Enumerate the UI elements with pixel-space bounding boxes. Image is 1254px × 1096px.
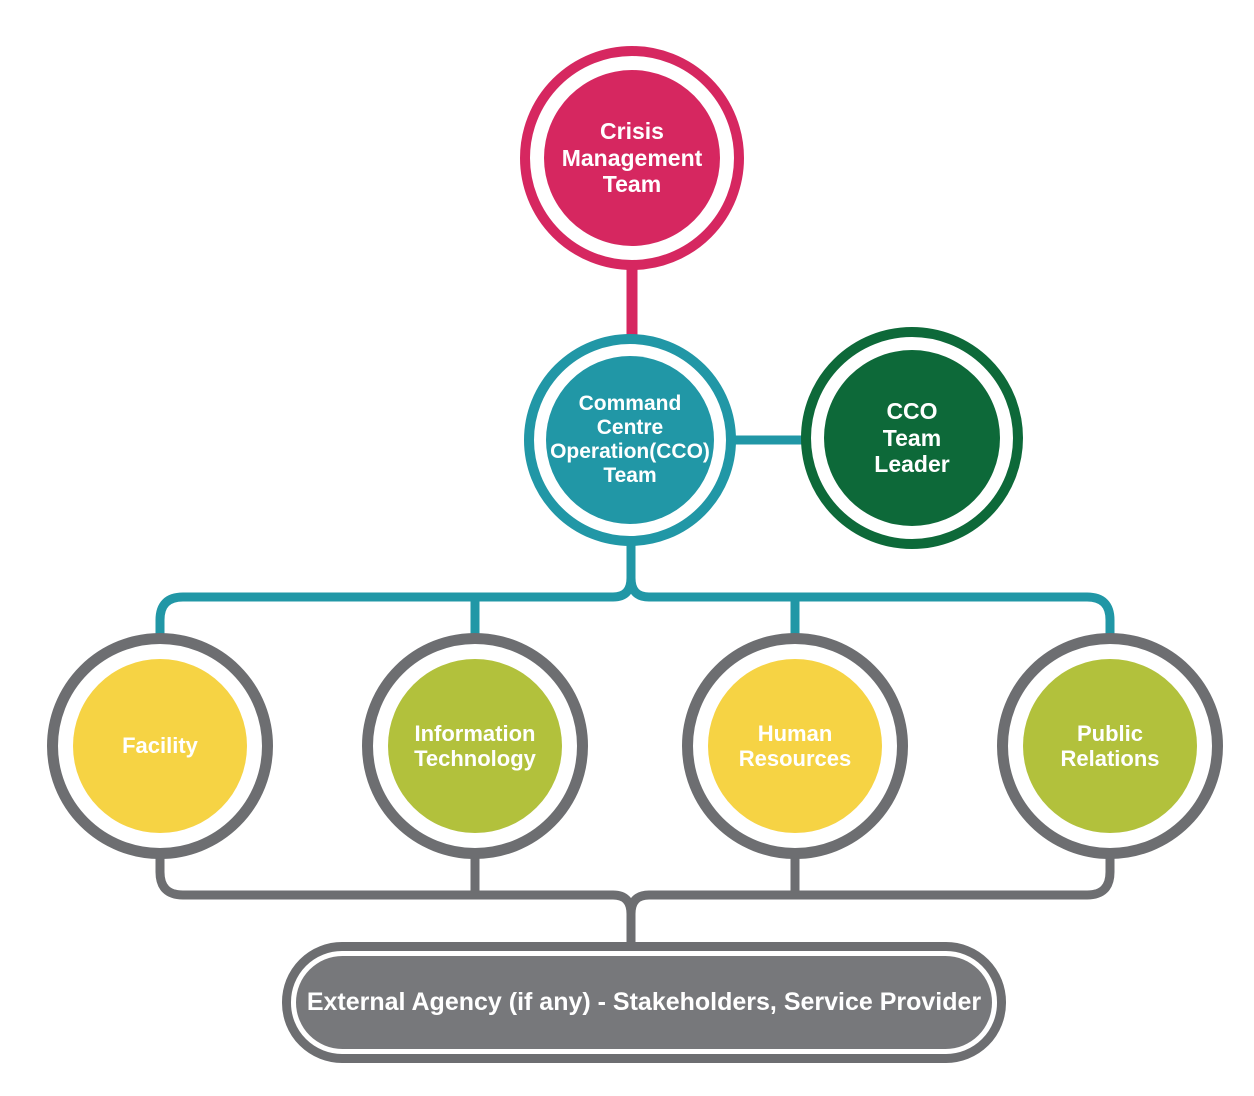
leader-circle [824, 350, 1000, 526]
crisis-circle [544, 70, 720, 246]
facility-label: Facility [122, 733, 198, 759]
cco-label: Command Centre Operation(CCO) Team [550, 391, 710, 488]
node-human-resources: Human Resources [682, 633, 908, 859]
connector-branch-left [155, 542, 636, 640]
connector-branch-right [626, 542, 1115, 640]
facility-circle [73, 659, 247, 833]
it-circle [388, 659, 562, 833]
crisis-outer-ring [520, 46, 744, 270]
pr-label: Public Relations [1060, 720, 1160, 771]
connector-merge-left [155, 854, 636, 948]
external-agency-box: External Agency (if any) - Stakeholders,… [282, 942, 1006, 1063]
cco-outer-ring [524, 334, 736, 546]
external-agency-outer-ring [282, 942, 1006, 1063]
connector-merge-right [626, 854, 1115, 948]
facility-outer-ring [47, 633, 273, 859]
hr-label: Human Resources [738, 720, 852, 771]
node-cco-team: Command Centre Operation(CCO) Team [524, 334, 736, 546]
node-public-relations: Public Relations [997, 633, 1223, 859]
pr-outer-ring [997, 633, 1223, 859]
node-cco-team-leader: CCO Team Leader [801, 327, 1023, 549]
hr-circle [708, 659, 882, 833]
it-label: Information Technology [414, 720, 536, 771]
node-facility: Facility [47, 633, 273, 859]
leader-label: CCO Team Leader [874, 398, 950, 478]
crisis-label: Crisis Management Team [561, 118, 703, 198]
hr-outer-ring [682, 633, 908, 859]
external-agency-label: External Agency (if any) - Stakeholders,… [306, 988, 982, 1016]
external-agency-pill [296, 956, 992, 1049]
leader-outer-ring [801, 327, 1023, 549]
it-outer-ring [362, 633, 588, 859]
node-crisis-management-team: Crisis Management Team [520, 46, 744, 270]
cco-circle [546, 356, 714, 524]
node-information-technology: Information Technology [362, 633, 588, 859]
pr-circle [1023, 659, 1197, 833]
